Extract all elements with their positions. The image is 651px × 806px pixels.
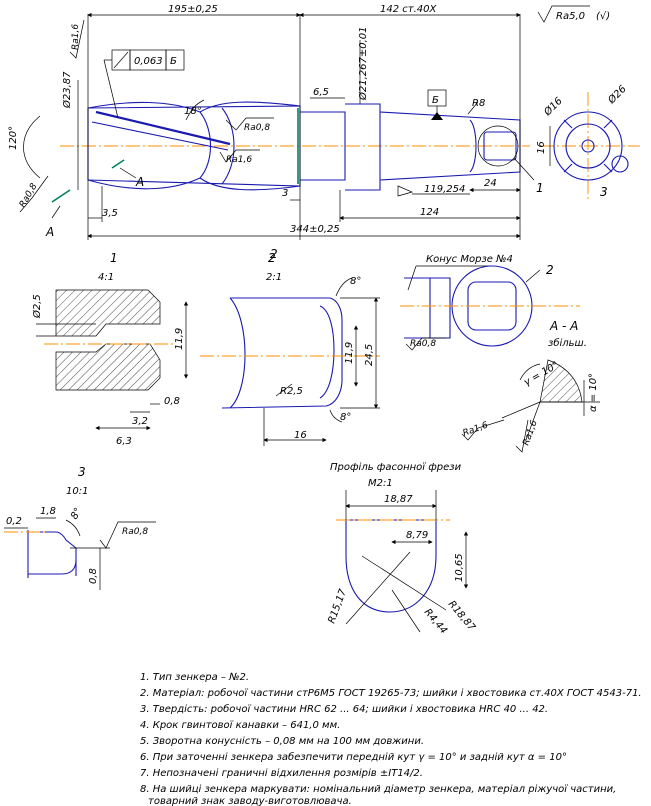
detail-1-scale: 4:1 (98, 272, 114, 283)
datum-b: Б (432, 95, 439, 106)
ra16-tool: Ra1,6 (226, 155, 252, 165)
d2-angle-bot: 8° (340, 412, 351, 423)
cutter-profile: Профіль фасонної фрези М2:1 18,87 8,79 1… (326, 461, 477, 636)
d2-24-5: 24,5 (364, 344, 375, 366)
d2-r2-5: R2,5 (280, 386, 303, 397)
end-dia-16: Ø16 (541, 95, 565, 119)
dim-195: 195±0,25 (168, 4, 218, 15)
tang (483, 131, 517, 161)
detail-2: 2 2:1 24,5 11,9 8° 8° R2,5 16 (200, 251, 380, 446)
tolerance-frame: 0,063 Б (103, 49, 185, 119)
d3-angle-8: 8° (69, 506, 84, 521)
note-6: 6. При заточенні зенкера забезпечити пер… (140, 751, 567, 763)
dim-24: 24 (484, 178, 497, 189)
cutter-r18: R18,87 (446, 599, 478, 634)
detail-1-label: 1 (110, 251, 118, 265)
angle-18: 18° (184, 106, 202, 117)
angle-120: 120° (8, 126, 19, 150)
detail-2b: 2 Конус Морзе №4 Ra0,8 (400, 254, 580, 351)
svg-text:(√): (√) (596, 11, 610, 22)
d1-dia-2-5: Ø2,5 (31, 294, 43, 319)
detail-2-outline (221, 297, 343, 409)
note-4: 4. Крок гвинтової канавки – 641,0 мм. (140, 720, 340, 731)
d1-3-2: 3,2 (132, 416, 148, 427)
ra16-top: Ra1,6 (71, 24, 81, 50)
note-7: 7. Непозначені граничні відхилення розмі… (140, 767, 423, 779)
d1-11-9: 11,9 (174, 328, 185, 350)
ra08-tool: Ra0,8 (244, 123, 270, 133)
dim-142: 142 ст.40Х (380, 4, 437, 15)
radius-r8: R8 (472, 98, 485, 109)
callout-3: 3 (600, 185, 608, 199)
general-roughness: Ra5,0 (√) (537, 5, 610, 23)
tolerance-value: 0,063 (134, 56, 163, 67)
section-alpha: α = 10° (588, 373, 599, 412)
section-ra-b: Ra1,6 (521, 419, 539, 447)
cutter-10-65: 10,65 (454, 553, 465, 582)
cutter-profile-outline (345, 519, 437, 613)
ra08-left: Ra0,8 (18, 182, 40, 210)
detail-1-section-bottom (55, 343, 161, 391)
detail-2-label: 2 (268, 251, 276, 265)
callout-2: 2 (270, 247, 278, 261)
note-9: товарний знак заводу-виготовлювача. (148, 796, 352, 806)
morse-ra: Ra0,8 (410, 339, 436, 349)
section-ra-a: Ra1,6 (462, 420, 490, 438)
cutter-18-87: 18,87 (384, 494, 413, 505)
section-aa-sub: збільш. (548, 337, 587, 349)
main-view: 195±0,25 142 ст.40Х 344±0,25 124 119,254… (8, 4, 544, 240)
note-1: 1. Тип зенкера – №2. (140, 672, 249, 683)
callout-1: 1 (536, 181, 544, 195)
d3-1-8: 1,8 (40, 506, 56, 517)
end-dia-26: Ø26 (605, 83, 629, 107)
dim-3-5: 3,5 (102, 208, 118, 219)
dim-dia-21: Ø21,267±0,01 (357, 26, 369, 101)
d3-0-8: 0,8 (88, 568, 99, 584)
end-dim-16: 16 (536, 141, 547, 154)
general-roughness-label: Ra5,0 (556, 11, 585, 22)
cutter-r15: R15,17 (326, 587, 349, 625)
note-5: 5. Зворотна конусність – 0,08 мм на 100 … (140, 735, 424, 747)
dim-344: 344±0,25 (290, 224, 340, 235)
neck-outline (300, 111, 346, 181)
cutter-title: Профіль фасонної фрези (330, 461, 462, 473)
dim-3: 3 (282, 188, 288, 199)
dim-dia-23: Ø23,87 (61, 71, 73, 109)
d3-0-2: 0,2 (6, 516, 22, 527)
detail-1: 1 4:1 Ø2,5 11,9 0,8 3,2 6,3 (31, 251, 189, 447)
cutter-scale: М2:1 (368, 478, 393, 489)
note-8: 8. На шийці зенкера маркувати: номінальн… (140, 783, 616, 795)
d3-ra: Ra0,8 (122, 527, 148, 537)
dim-124: 124 (420, 207, 439, 218)
note-3: 3. Твердість: робочої частини HRC 62 ...… (140, 703, 548, 715)
notes: 1. Тип зенкера – №2. 2. Матеріал: робочо… (140, 672, 642, 806)
section-aa-title: А - А (549, 319, 578, 333)
d2-angle-top: 8° (350, 276, 361, 287)
d1-0-8: 0,8 (164, 396, 180, 407)
morse-cone: Конус Морзе №4 (426, 254, 513, 265)
detail-2b-label: 2 (546, 263, 554, 277)
detail-3-label: 3 (78, 465, 86, 479)
section-aa: А - А збільш. γ = 10° α = 10° Ra1,6 Ra1,… (462, 319, 600, 453)
cutter-8-79: 8,79 (406, 530, 428, 541)
d2-11-9: 11,9 (344, 342, 355, 364)
section-mark-a-left: А (45, 225, 54, 239)
cutter-r4: R4,44 (422, 607, 449, 636)
note-2: 2. Матеріал: робочої частини стР6М5 ГОСТ… (140, 687, 642, 699)
end-view: 16 Ø16 Ø26 3 (536, 83, 640, 200)
detail-3: 3 10:1 0,2 1,8 8° Ra0,8 0,8 (4, 465, 156, 590)
end-view-outer (553, 111, 623, 181)
detail-3-outline (28, 531, 77, 576)
detail-3-scale: 10:1 (66, 486, 88, 497)
detail-1-section-top (55, 289, 161, 337)
d1-6-3: 6,3 (116, 436, 132, 447)
tolerance-datum: Б (170, 56, 177, 67)
d2-16: 16 (294, 430, 307, 441)
section-mark-a-right: А (135, 175, 144, 189)
detail-2-scale: 2:1 (266, 272, 282, 283)
dim-6-5: 6,5 (313, 87, 329, 98)
dim-119: 119,254 (424, 184, 465, 195)
